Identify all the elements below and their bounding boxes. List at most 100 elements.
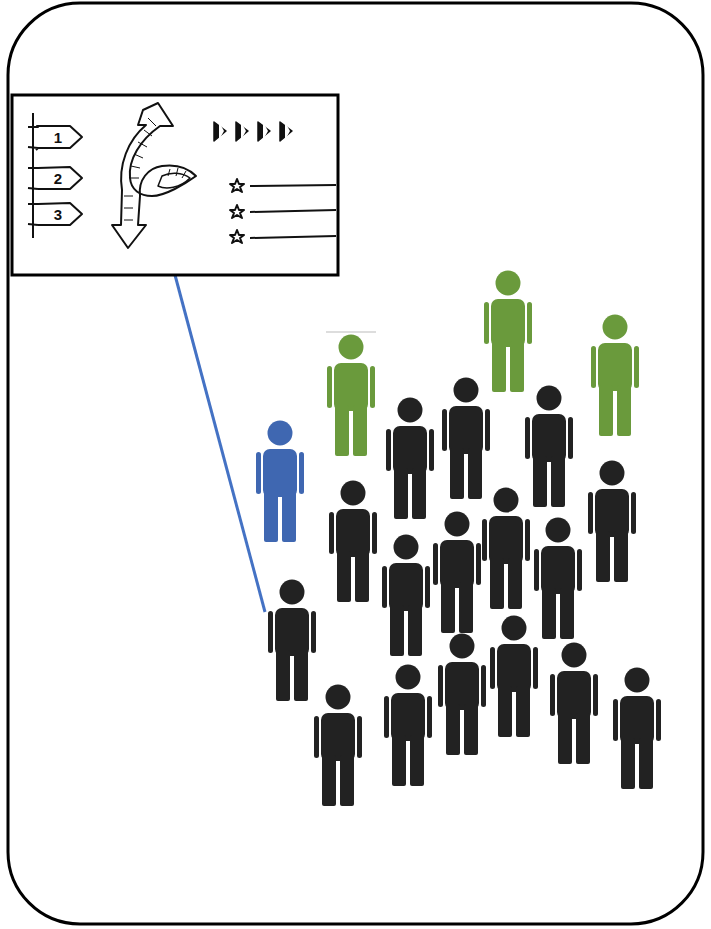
spiral-arrow [112,103,196,248]
arm [476,543,481,585]
torso [557,671,591,719]
head [339,335,364,360]
person-icon [442,378,490,500]
crowd [256,271,661,807]
leg [576,713,590,764]
rule-line [250,185,336,186]
torso [620,696,654,744]
arm [613,699,618,741]
arm [593,674,598,716]
leg [282,491,296,542]
torso [393,426,427,474]
person-icon [490,616,538,738]
arm [533,647,538,689]
person-icon [268,580,316,702]
leg [639,738,653,789]
head [625,668,650,693]
leader-line [175,275,265,612]
head [546,518,571,543]
arm [327,366,332,408]
leg [408,605,422,656]
arm [429,429,434,471]
leg [340,755,354,806]
flag [28,203,82,225]
leg [516,686,530,737]
person-icon [384,665,432,787]
arm [299,452,304,494]
leg [264,491,278,542]
person-icon [386,398,434,520]
leg [599,385,613,436]
leg [558,713,572,764]
torso [595,489,629,537]
leg [498,686,512,737]
arm [372,512,377,554]
head [600,461,625,486]
leg [412,468,426,519]
leg [294,650,308,701]
leg [533,456,547,507]
leg [617,385,631,436]
leg [490,558,504,609]
head [502,616,527,641]
person-icon [382,535,430,657]
sketch [28,103,336,248]
person-icon [433,512,481,634]
star [230,205,244,218]
arm [382,566,387,608]
arm [386,429,391,471]
arm [550,674,555,716]
head [396,665,421,690]
arm [425,566,430,608]
torso [389,563,423,611]
arm [525,519,530,561]
arm [490,647,495,689]
arm [591,346,596,388]
arm [482,519,487,561]
arm [631,492,636,534]
arm [634,346,639,388]
person-icon [591,315,639,437]
leg [392,735,406,786]
head [494,488,519,513]
leg [446,704,460,755]
leg [337,551,351,602]
arm [357,716,362,758]
star [230,230,244,243]
leg [355,551,369,602]
person-icon [588,461,636,583]
head [496,271,521,296]
leg [394,468,408,519]
torso [445,662,479,710]
flag [28,126,82,150]
flag [28,167,82,189]
arm [577,549,582,591]
leg [464,704,478,755]
leg [508,558,522,609]
leg [560,588,574,639]
head [450,634,475,659]
arm [256,452,261,494]
head [394,535,419,560]
head [326,685,351,710]
leg [551,456,565,507]
person-icon [438,634,486,756]
head [454,378,479,403]
rule-line [250,210,336,212]
play-icons [214,122,292,141]
torso [336,509,370,557]
person-icon [314,685,362,807]
leg [450,448,464,499]
flag-pole [32,113,34,238]
callout-number: 1 [54,130,62,145]
torso [334,363,368,411]
person-icon [256,421,304,543]
spiral-band [158,173,190,188]
head [280,580,305,605]
torso [497,644,531,692]
leg [542,588,556,639]
callout-box [12,95,338,275]
person-icon [613,668,661,790]
